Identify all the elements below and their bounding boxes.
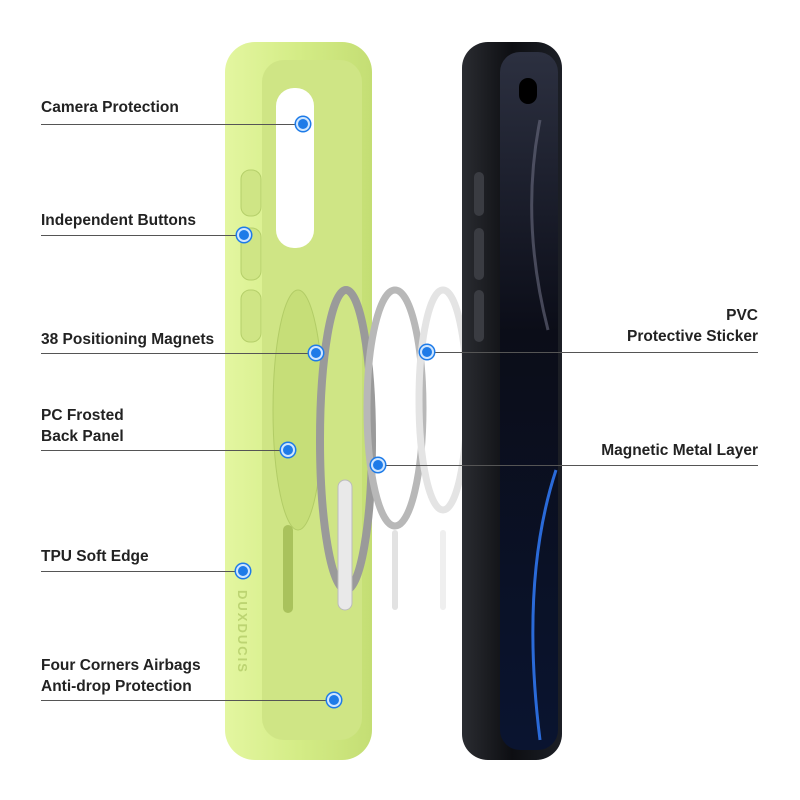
- callout-text: Independent Buttons: [41, 212, 196, 229]
- callout-text: TPU Soft Edge: [41, 548, 149, 565]
- callout-positioning-magnets: 38 Positioning Magnets: [41, 329, 214, 350]
- callout-text: 38 Positioning Magnets: [41, 331, 215, 348]
- phone: [462, 42, 562, 760]
- callout-tpu-soft-edge: TPU Soft Edge: [41, 546, 149, 567]
- button-1: [240, 169, 262, 217]
- button-3: [240, 289, 262, 343]
- callout-dot-icon: [327, 693, 341, 707]
- callout-line: [41, 700, 334, 701]
- callout-text: Camera Protection: [41, 99, 179, 116]
- callout-pvc-sticker: PVC Protective Sticker: [627, 305, 758, 347]
- callout-text: Protective Sticker: [627, 328, 758, 345]
- callout-text: Back Panel: [41, 428, 124, 445]
- callout-dot-icon: [281, 443, 295, 457]
- callout-text: Anti-drop Protection: [41, 678, 192, 695]
- callout-line: [41, 235, 244, 236]
- callout-dot-icon: [309, 346, 323, 360]
- callout-camera-protection: Camera Protection: [41, 97, 179, 118]
- callout-dot-icon: [420, 345, 434, 359]
- callout-dot-icon: [371, 458, 385, 472]
- dynamic-island: [519, 78, 537, 104]
- callout-text: Magnetic Metal Layer: [601, 442, 758, 459]
- callout-line: [41, 571, 243, 572]
- callout-line: [378, 465, 758, 466]
- callout-dot-icon: [237, 228, 251, 242]
- camera-cutout: [276, 88, 314, 248]
- callout-dot-icon: [296, 117, 310, 131]
- callout-text: Four Corners Airbags: [41, 657, 201, 674]
- magnet-ring: [363, 286, 427, 610]
- callout-text: PVC: [726, 307, 758, 324]
- callout-dot-icon: [236, 564, 250, 578]
- brand-logo: DUXDUCIS: [235, 590, 250, 674]
- callout-text: PC Frosted: [41, 407, 124, 424]
- callout-line: [41, 353, 316, 354]
- pvc-sticker-ring: [415, 286, 471, 610]
- callout-line: [427, 352, 758, 353]
- callout-independent-buttons: Independent Buttons: [41, 210, 196, 231]
- callout-line: [41, 124, 303, 125]
- phone-case: DUXDUCIS: [225, 42, 372, 760]
- magnetic-metal-ring: [316, 286, 376, 611]
- callout-line: [41, 450, 288, 451]
- callout-magnetic-metal-layer: Magnetic Metal Layer: [601, 440, 758, 461]
